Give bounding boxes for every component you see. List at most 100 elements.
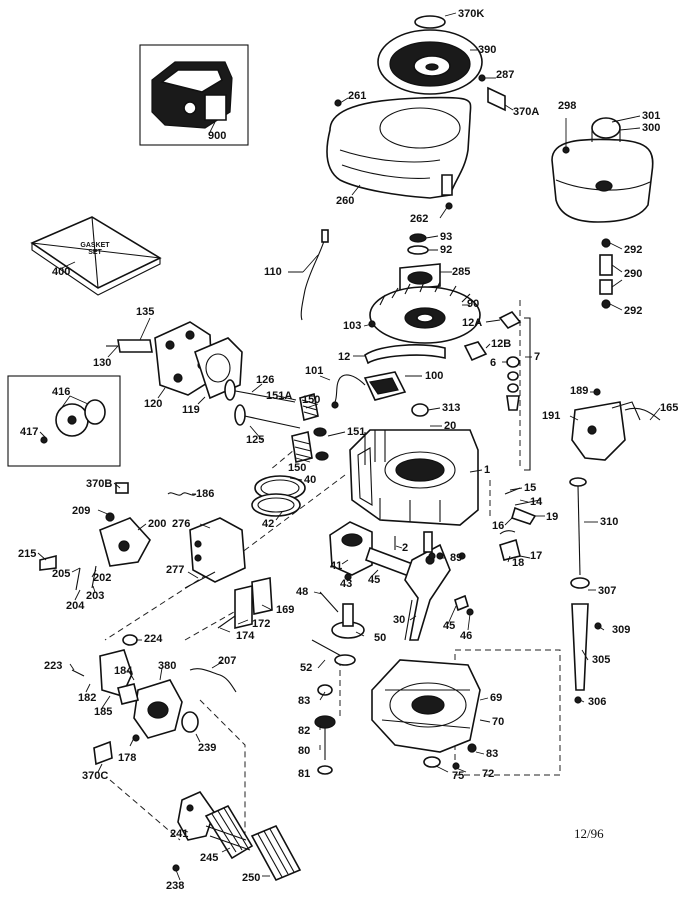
part-label-70: 70 bbox=[492, 716, 505, 728]
part-label-151: 151 bbox=[347, 426, 366, 438]
part-label-7: 7 bbox=[534, 351, 541, 363]
part-label-290: 290 bbox=[624, 268, 643, 280]
part-label-370B: 370B bbox=[86, 478, 113, 490]
part-label-189: 189 bbox=[570, 385, 589, 397]
blower-housing bbox=[326, 96, 472, 210]
part-label-40: 40 bbox=[304, 474, 317, 486]
part-label-276: 276 bbox=[172, 518, 191, 530]
part-label-900: 900 bbox=[208, 130, 227, 142]
part-label-83-upper: 83 bbox=[298, 695, 311, 707]
part-label-16: 16 bbox=[492, 520, 505, 532]
part-label-203: 203 bbox=[86, 590, 105, 602]
part-label-172: 172 bbox=[252, 618, 271, 630]
revision-date: 12/96 bbox=[574, 826, 604, 841]
part-label-12A: 12A bbox=[462, 317, 483, 329]
flywheel-hardware bbox=[399, 233, 441, 291]
part-label-46: 46 bbox=[460, 630, 473, 642]
cylinder-block bbox=[349, 429, 479, 526]
part-label-150-lower: 150 bbox=[288, 462, 307, 474]
engine-assembly-thumbnail bbox=[139, 44, 249, 146]
part-label-12B: 12B bbox=[491, 338, 512, 350]
part-label-101: 101 bbox=[305, 365, 324, 377]
part-label-238: 238 bbox=[166, 880, 185, 892]
part-label-205: 205 bbox=[52, 568, 71, 580]
carburetor-gaskets bbox=[217, 577, 273, 630]
carb-adapter bbox=[71, 634, 138, 697]
piston-and-rings bbox=[251, 475, 420, 580]
valve-springs bbox=[291, 392, 329, 463]
part-label-169: 169 bbox=[276, 604, 295, 616]
air-filter bbox=[172, 791, 302, 882]
part-label-150-upper: 150 bbox=[302, 394, 321, 406]
part-label-126: 126 bbox=[256, 374, 275, 386]
part-label-250: 250 bbox=[242, 872, 261, 884]
crankshaft bbox=[404, 531, 451, 641]
starter-assembly bbox=[377, 15, 506, 112]
part-label-72: 72 bbox=[482, 768, 495, 780]
part-label-82: 82 bbox=[298, 725, 311, 737]
part-label-285: 285 bbox=[452, 266, 471, 278]
part-label-41: 41 bbox=[330, 560, 343, 572]
part-label-309: 309 bbox=[612, 624, 631, 636]
part-label-125: 125 bbox=[246, 434, 265, 446]
part-label-310: 310 bbox=[600, 516, 619, 528]
part-label-12: 12 bbox=[338, 351, 351, 363]
part-label-313: 313 bbox=[442, 402, 461, 414]
part-label-186: 186 bbox=[196, 488, 215, 500]
crank-hardware bbox=[319, 552, 474, 616]
part-label-202: 202 bbox=[93, 572, 112, 584]
breather-tube bbox=[364, 310, 522, 365]
part-label-174: 174 bbox=[236, 630, 255, 642]
part-label-43: 43 bbox=[340, 578, 353, 590]
part-label-184: 184 bbox=[114, 665, 133, 677]
part-label-103: 103 bbox=[343, 320, 362, 332]
part-label-370K: 370K bbox=[458, 8, 485, 20]
part-label-100: 100 bbox=[425, 370, 444, 382]
part-label-306: 306 bbox=[588, 696, 607, 708]
part-label-151A: 151A bbox=[266, 390, 293, 402]
part-label-165: 165 bbox=[660, 402, 679, 414]
part-label-416: 416 bbox=[52, 386, 71, 398]
governor-control bbox=[39, 512, 151, 591]
part-label-215: 215 bbox=[18, 548, 37, 560]
flywheel bbox=[369, 281, 481, 344]
air-vane bbox=[184, 517, 246, 589]
part-label-93: 93 bbox=[440, 231, 453, 243]
part-label-400: 400 bbox=[52, 266, 71, 278]
part-label-1: 1 bbox=[484, 464, 491, 476]
part-label-6: 6 bbox=[490, 357, 497, 369]
part-label-223: 223 bbox=[44, 660, 63, 672]
part-label-209: 209 bbox=[72, 505, 91, 517]
part-label-110: 110 bbox=[264, 266, 282, 278]
part-label-17: 17 bbox=[530, 550, 543, 562]
part-label-239: 239 bbox=[198, 742, 217, 754]
ground-wire bbox=[300, 229, 329, 321]
dipstick-and-tube bbox=[569, 477, 602, 704]
part-label-45-right: 45 bbox=[443, 620, 456, 632]
ignition-module bbox=[331, 371, 407, 409]
part-label-305: 305 bbox=[592, 654, 611, 666]
part-label-119: 119 bbox=[182, 404, 200, 416]
governor-linkage bbox=[428, 487, 541, 561]
part-label-241: 241 bbox=[170, 828, 189, 840]
leader-lines bbox=[37, 12, 661, 881]
part-label-45-left: 45 bbox=[368, 574, 381, 586]
part-label-30: 30 bbox=[393, 614, 406, 626]
part-label-2: 2 bbox=[402, 542, 409, 554]
part-label-92: 92 bbox=[440, 244, 453, 256]
part-label-19: 19 bbox=[546, 511, 559, 523]
part-label-370C: 370C bbox=[82, 770, 109, 782]
part-label-204: 204 bbox=[66, 600, 85, 612]
part-label-178: 178 bbox=[118, 752, 137, 764]
valves bbox=[224, 379, 301, 429]
part-label-135: 135 bbox=[136, 306, 155, 318]
part-label-20: 20 bbox=[444, 420, 457, 432]
part-label-370A: 370A bbox=[513, 106, 540, 118]
camshaft-and-governor bbox=[311, 603, 365, 666]
carburetor bbox=[117, 668, 237, 742]
part-label-15: 15 bbox=[524, 482, 537, 494]
control-bracket bbox=[571, 388, 661, 461]
part-label-191: 191 bbox=[542, 410, 561, 422]
part-label-300: 300 bbox=[642, 122, 661, 134]
